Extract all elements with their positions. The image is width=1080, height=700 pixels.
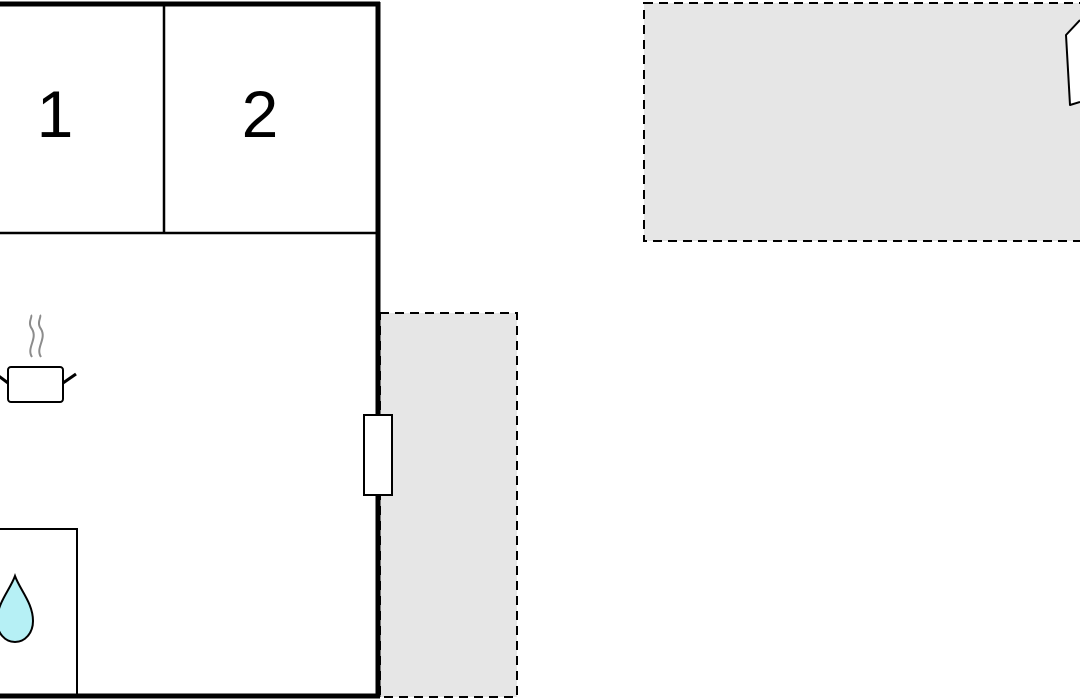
door-icon bbox=[363, 414, 393, 496]
cooking-pot-icon bbox=[0, 314, 77, 403]
arrow-icon bbox=[1065, 19, 1080, 106]
room-label-1: 1 bbox=[37, 77, 74, 151]
bathroom bbox=[0, 528, 78, 698]
water-drop-icon bbox=[0, 573, 35, 644]
terrace-area bbox=[379, 312, 518, 698]
parking-area bbox=[643, 2, 1080, 242]
room-label-2: 2 bbox=[242, 77, 279, 151]
